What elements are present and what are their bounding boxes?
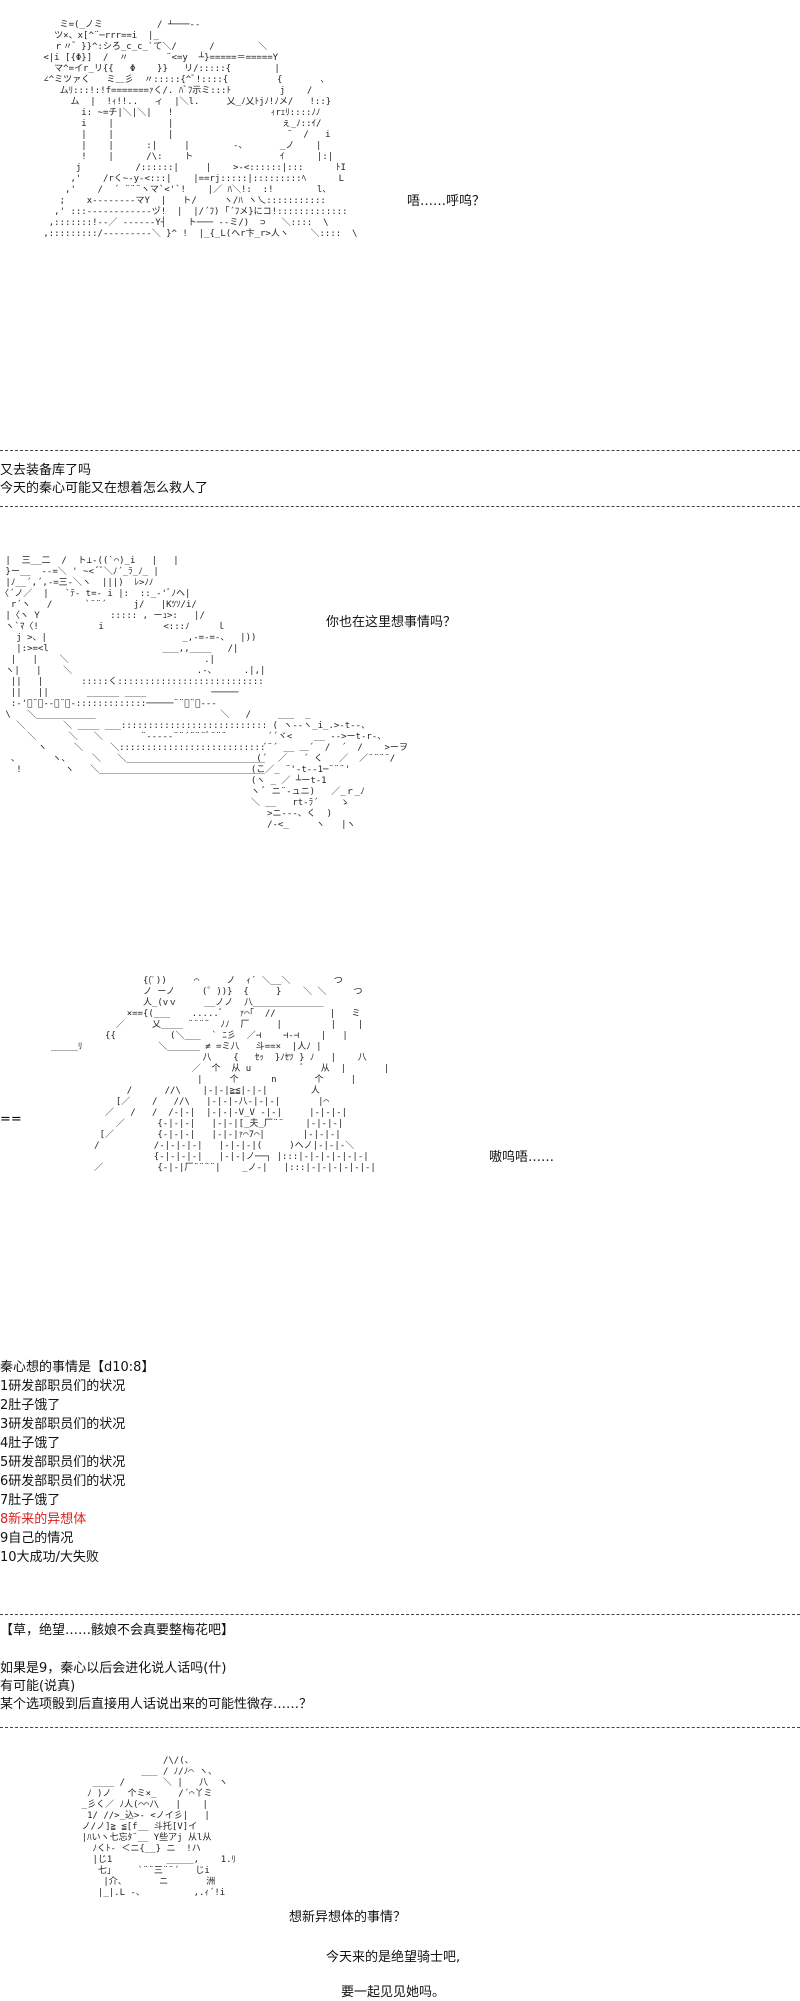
side-mark: == — [0, 1112, 22, 1127]
dice-option-selected: 8新来的异想体 — [0, 1512, 87, 1527]
dice-block: 秦心想的事情是【d10:8】 1研发部职员们的状况 2肚子饿了 3研发部职员们的… — [0, 1358, 154, 1567]
dice-option: 2肚子饿了 — [0, 1398, 61, 1413]
divider — [0, 450, 800, 451]
dice-option: 9自己的情况 — [0, 1531, 74, 1546]
commentary-line: 如果是9，秦心以后会进化说人话吗(什) — [0, 1661, 227, 1676]
divider — [0, 1727, 800, 1728]
divider — [0, 1614, 800, 1615]
dice-option: 10大成功/大失败 — [0, 1550, 99, 1565]
dice-option: 6研发部职员们的状况 — [0, 1474, 126, 1489]
speech-bubble-4c: 要一起见见她吗。 — [341, 1985, 446, 2000]
ascii-art-panel-2-side: ___ _ ( ヽ--ヽ_i_.>-t--、 ´´ヾ< __ -->ーt-r-、… — [250, 710, 408, 830]
commentary-line: 【草，绝望……骸娘不会真要整梅花吧】 — [0, 1623, 235, 1638]
dice-option: 5研发部职员们的状况 — [0, 1455, 126, 1470]
dice-title: 秦心想的事情是【d10:8】 — [0, 1360, 155, 1375]
ascii-art-panel-3: {(ﾟ)) ⌒ ノ ｨ´ ＼__＼ つ ノ ーノ (゜))} { } ＼ ＼ つ… — [50, 976, 390, 1173]
narration-line: 今天的秦心可能又在想着怎么救人了 — [0, 481, 209, 496]
dice-option: 3研发部职员们的状况 — [0, 1417, 126, 1432]
ascii-art-panel-4: /\/(、 ___ / ﾉ/ﾉ⌒ ヽ、 ____ / ＼ | 八 ヽ ﾉ )ノ … — [81, 1756, 237, 1898]
dice-options: 1研发部职员们的状况 2肚子饿了 3研发部职员们的状况 4肚子饿了 5研发部职员… — [0, 1377, 154, 1567]
speech-bubble-3: 嗷呜唔…… — [489, 1150, 555, 1165]
ascii-art-panel-2: | 三__二 / ト⊥-((`⌒)_i | | }ー__ --=＼ ' ~<´ﾞ… — [0, 556, 265, 775]
speech-bubble-1: 唔……呼呜？ — [407, 194, 486, 209]
speech-bubble-4a: 想新异想体的事情？ — [289, 1910, 407, 1925]
narration-line: 又去装备库了吗 — [0, 463, 92, 478]
speech-bubble-4b: 今天来的是绝望骑士吧, — [326, 1950, 461, 1965]
dice-option: 7肚子饿了 — [0, 1493, 61, 1508]
dice-option: 1研发部职员们的状况 — [0, 1379, 126, 1394]
commentary-line: 有可能(说真) — [0, 1679, 76, 1694]
dice-option: 4肚子饿了 — [0, 1436, 61, 1451]
speech-bubble-2: 你也在这里想事情吗？ — [326, 615, 457, 630]
ascii-art-panel-1: ミ=(_ノミ / ┴───-- ツ×、x[^¨─rrr==i |_ ｒ〃゛}}^… — [43, 20, 358, 239]
commentary-line: 某个选项骰到后直接用人话说出来的可能性微存……？ — [0, 1697, 313, 1712]
divider — [0, 506, 800, 507]
